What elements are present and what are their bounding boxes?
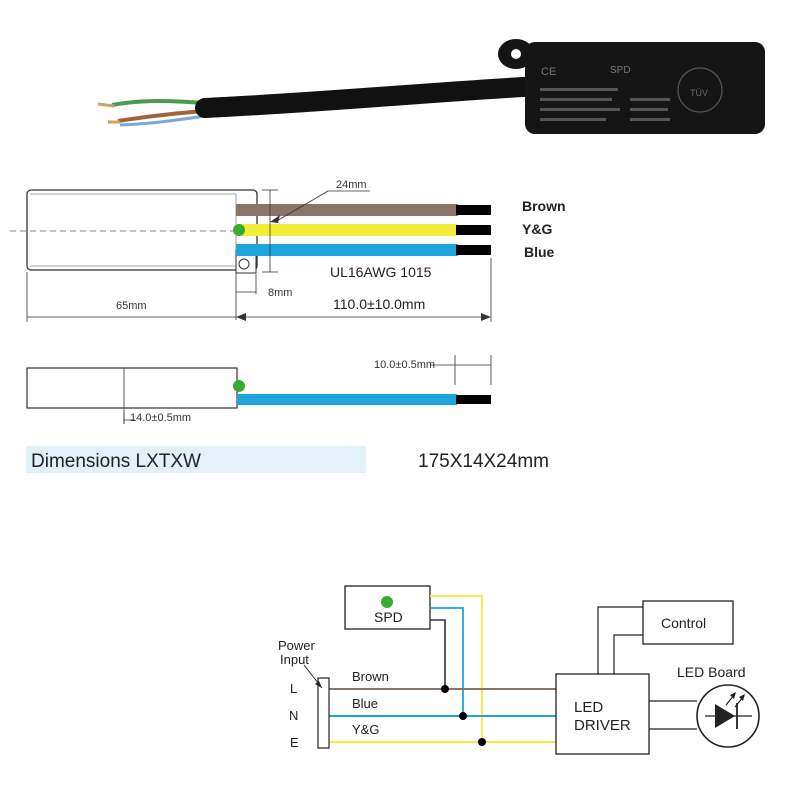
- dim-lead-length: 110.0±10.0mm: [333, 296, 425, 312]
- dim-strip-length: 10.0±0.5mm: [374, 359, 435, 371]
- spd-wire-brown: [430, 619, 446, 689]
- product-photo: CE SPD TÜV: [97, 39, 765, 134]
- photo-tuv-mark: TÜV: [690, 88, 708, 98]
- power-input-label-line2: Input: [280, 652, 309, 667]
- photo-cable-jacket: [195, 76, 550, 118]
- dim-leader: [274, 190, 329, 223]
- control-wire: [597, 606, 643, 674]
- wire-brown: [236, 204, 458, 216]
- dim-mount-hole: 8mm: [268, 287, 292, 299]
- wire-blue: [236, 244, 458, 256]
- power-input-label-line1: Power: [278, 638, 316, 653]
- dim-body-length: 65mm: [116, 300, 147, 312]
- control-label: Control: [661, 615, 706, 631]
- photo-copper-end: [97, 102, 115, 108]
- dimensions-row: Dimensions LXTXW 175X14X24mm: [26, 446, 549, 473]
- led-board-label: LED Board: [677, 664, 745, 680]
- power-input-terminal: [317, 677, 330, 749]
- spd-wire-yellow: [430, 595, 483, 742]
- terminal-l: L: [290, 681, 297, 696]
- led-driver-label-line1: LED: [574, 699, 603, 716]
- junction-dot: [459, 712, 467, 720]
- wire-label-blue: Blue: [352, 696, 378, 711]
- spd-wire-blue: [430, 607, 464, 716]
- dimensions-value: 175X14X24mm: [418, 451, 549, 472]
- wire-end-brown: [456, 205, 491, 215]
- photo-tuv-seal: [677, 67, 723, 113]
- side-green-indicator: [233, 380, 245, 392]
- cable-spec: UL16AWG 1015: [330, 264, 432, 280]
- wire-yellow: [236, 224, 458, 236]
- label-blue: Blue: [524, 244, 555, 260]
- top-view-drawing: 24mm Brown Y&G Blue UL16AWG 1015 8mm 65m…: [10, 179, 566, 322]
- terminal-n: N: [289, 708, 298, 723]
- label-yellow-green: Y&G: [522, 221, 552, 237]
- side-view-drawing: 14.0±0.5mm 10.0±0.5mm: [26, 355, 492, 424]
- side-wire-blue: [237, 394, 457, 405]
- top-green-indicator: [233, 224, 245, 236]
- dimensions-label: Dimensions LXTXW: [31, 451, 201, 472]
- control-wire: [613, 634, 643, 674]
- top-mount-hole: [238, 258, 250, 270]
- photo-brand-mark: SPD: [610, 65, 631, 76]
- terminal-e: E: [290, 735, 299, 750]
- side-body-outline: [26, 367, 238, 409]
- led-driver-box: [555, 673, 650, 755]
- dim-thickness: 14.0±0.5mm: [130, 412, 191, 424]
- led-driver-label-line2: DRIVER: [574, 717, 631, 734]
- photo-mount-hole: [511, 49, 521, 59]
- wire-end-blue: [456, 245, 491, 255]
- dimensions-band: [26, 446, 366, 473]
- wire-label-yg: Y&G: [352, 722, 379, 737]
- label-brown: Brown: [522, 198, 566, 214]
- wire-end-yellow: [456, 225, 491, 235]
- top-body-outline: [26, 189, 258, 271]
- control-box: [642, 600, 734, 645]
- spd-label: SPD: [374, 609, 403, 625]
- side-wire-end: [456, 395, 491, 404]
- spd-green-indicator: [381, 596, 393, 608]
- photo-ce-mark: CE: [541, 66, 556, 78]
- junction-dot: [478, 738, 486, 746]
- led-diode-icon: [715, 704, 735, 728]
- junction-dot: [441, 685, 449, 693]
- wire-label-brown: Brown: [352, 669, 389, 684]
- dim-wire-spacing: 24mm: [336, 179, 367, 191]
- wiring-diagram: SPD Power Input L N E Brown Blue Y&G LED…: [278, 585, 760, 755]
